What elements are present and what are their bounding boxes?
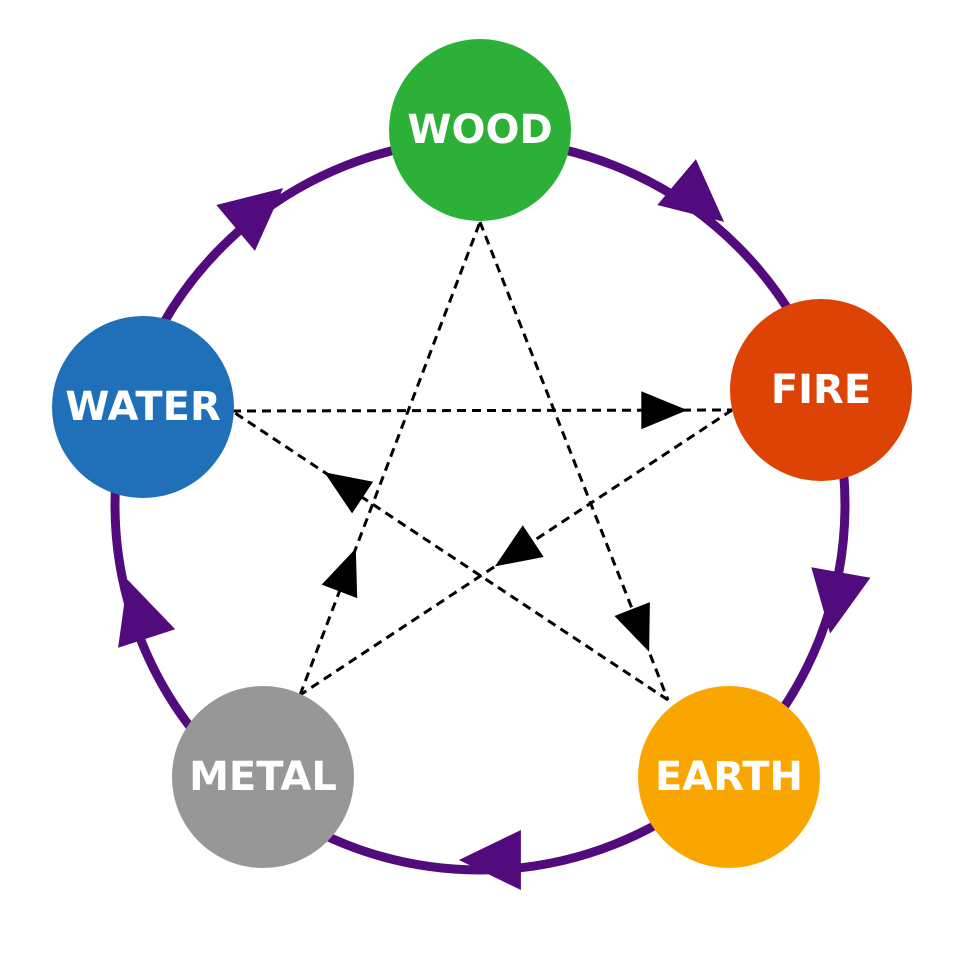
- node-fire: FIRE: [730, 299, 912, 481]
- node-wood-label: WOOD: [407, 107, 552, 153]
- node-fire-circle: [730, 299, 912, 481]
- overcoming-arrow-wood-to-earth: [614, 602, 650, 652]
- node-metal-circle: [172, 686, 354, 868]
- node-earth: EARTH: [638, 686, 820, 868]
- node-fire-label: FIRE: [771, 367, 871, 413]
- generating-arrow-metal-to-water: [118, 579, 176, 648]
- overcoming-arrow-fire-to-metal: [494, 525, 544, 567]
- generating-arrow-wood-to-fire: [657, 159, 725, 222]
- node-water-label: WATER: [65, 384, 221, 430]
- overcoming-line-water-to-fire: [231, 408, 733, 413]
- node-earth-circle: [638, 686, 820, 868]
- overcoming-arrow-metal-to-wood: [321, 548, 358, 599]
- overcoming-arrow-water-to-fire: [641, 391, 688, 430]
- overcoming-arrow-earth-to-water: [324, 472, 374, 514]
- node-water: WATER: [52, 316, 234, 498]
- generating-arrow-fire-to-earth: [811, 567, 871, 634]
- overcoming-line-metal-to-wood: [298, 221, 482, 696]
- node-water-circle: [52, 316, 234, 498]
- node-wood: WOOD: [389, 39, 571, 221]
- node-wood-circle: [389, 39, 571, 221]
- overcoming-line-earth-to-water: [231, 409, 669, 702]
- node-earth-label: EARTH: [655, 754, 803, 800]
- node-metal: METAL: [172, 686, 354, 868]
- node-metal-label: METAL: [189, 754, 337, 800]
- generating-arrow-earth-to-metal: [458, 830, 521, 890]
- generating-arrow-water-to-wood: [216, 188, 284, 251]
